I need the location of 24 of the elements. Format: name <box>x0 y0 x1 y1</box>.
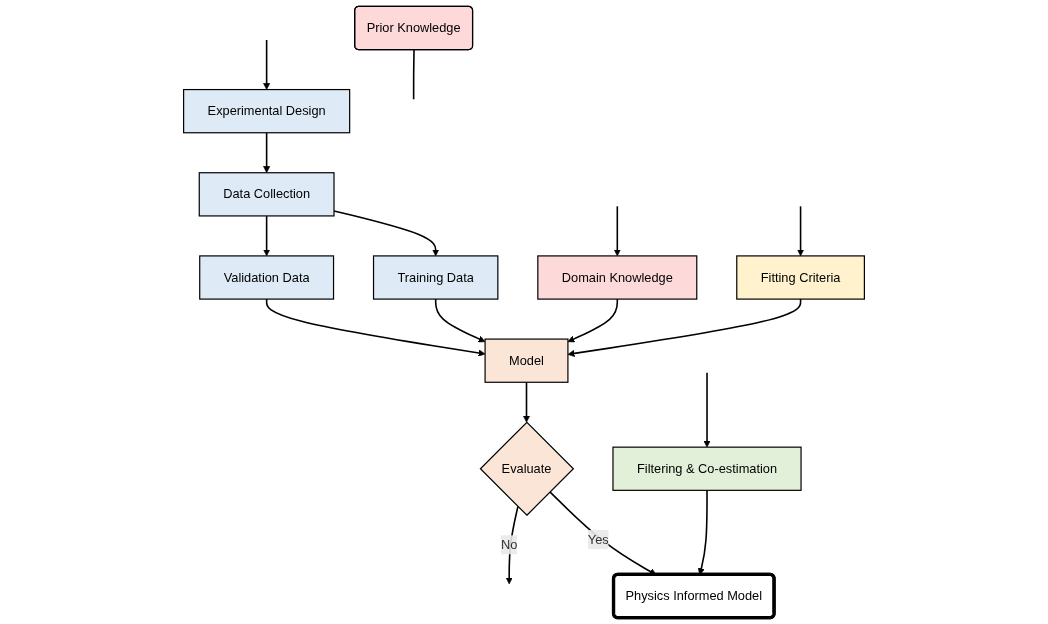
arrow <box>263 131 271 174</box>
node-box: Data Collection <box>198 172 335 217</box>
arrow <box>703 371 711 448</box>
arrow <box>263 215 271 257</box>
node-box: Validation Data <box>199 255 335 300</box>
connector <box>412 49 415 100</box>
node-diamond: Evaluate <box>479 421 575 517</box>
edge-label: No <box>501 537 518 552</box>
arrow <box>505 505 519 585</box>
node-box: Fitting Criteria <box>736 255 865 300</box>
arrow <box>797 205 805 257</box>
arrow <box>263 39 271 90</box>
arrow <box>523 381 530 423</box>
node-box: Training Data <box>372 255 499 300</box>
arrow <box>613 205 621 257</box>
arrow <box>434 298 486 343</box>
arrow <box>567 298 619 343</box>
edge-label: Yes <box>587 532 609 546</box>
node-box: Filtering & Co-estimation <box>612 446 802 491</box>
node-box: Experimental Design <box>183 88 351 134</box>
arrow <box>265 298 486 357</box>
arrow <box>567 298 802 357</box>
node-box: Model <box>484 338 569 383</box>
node-box: Domain Knowledge <box>537 255 698 300</box>
